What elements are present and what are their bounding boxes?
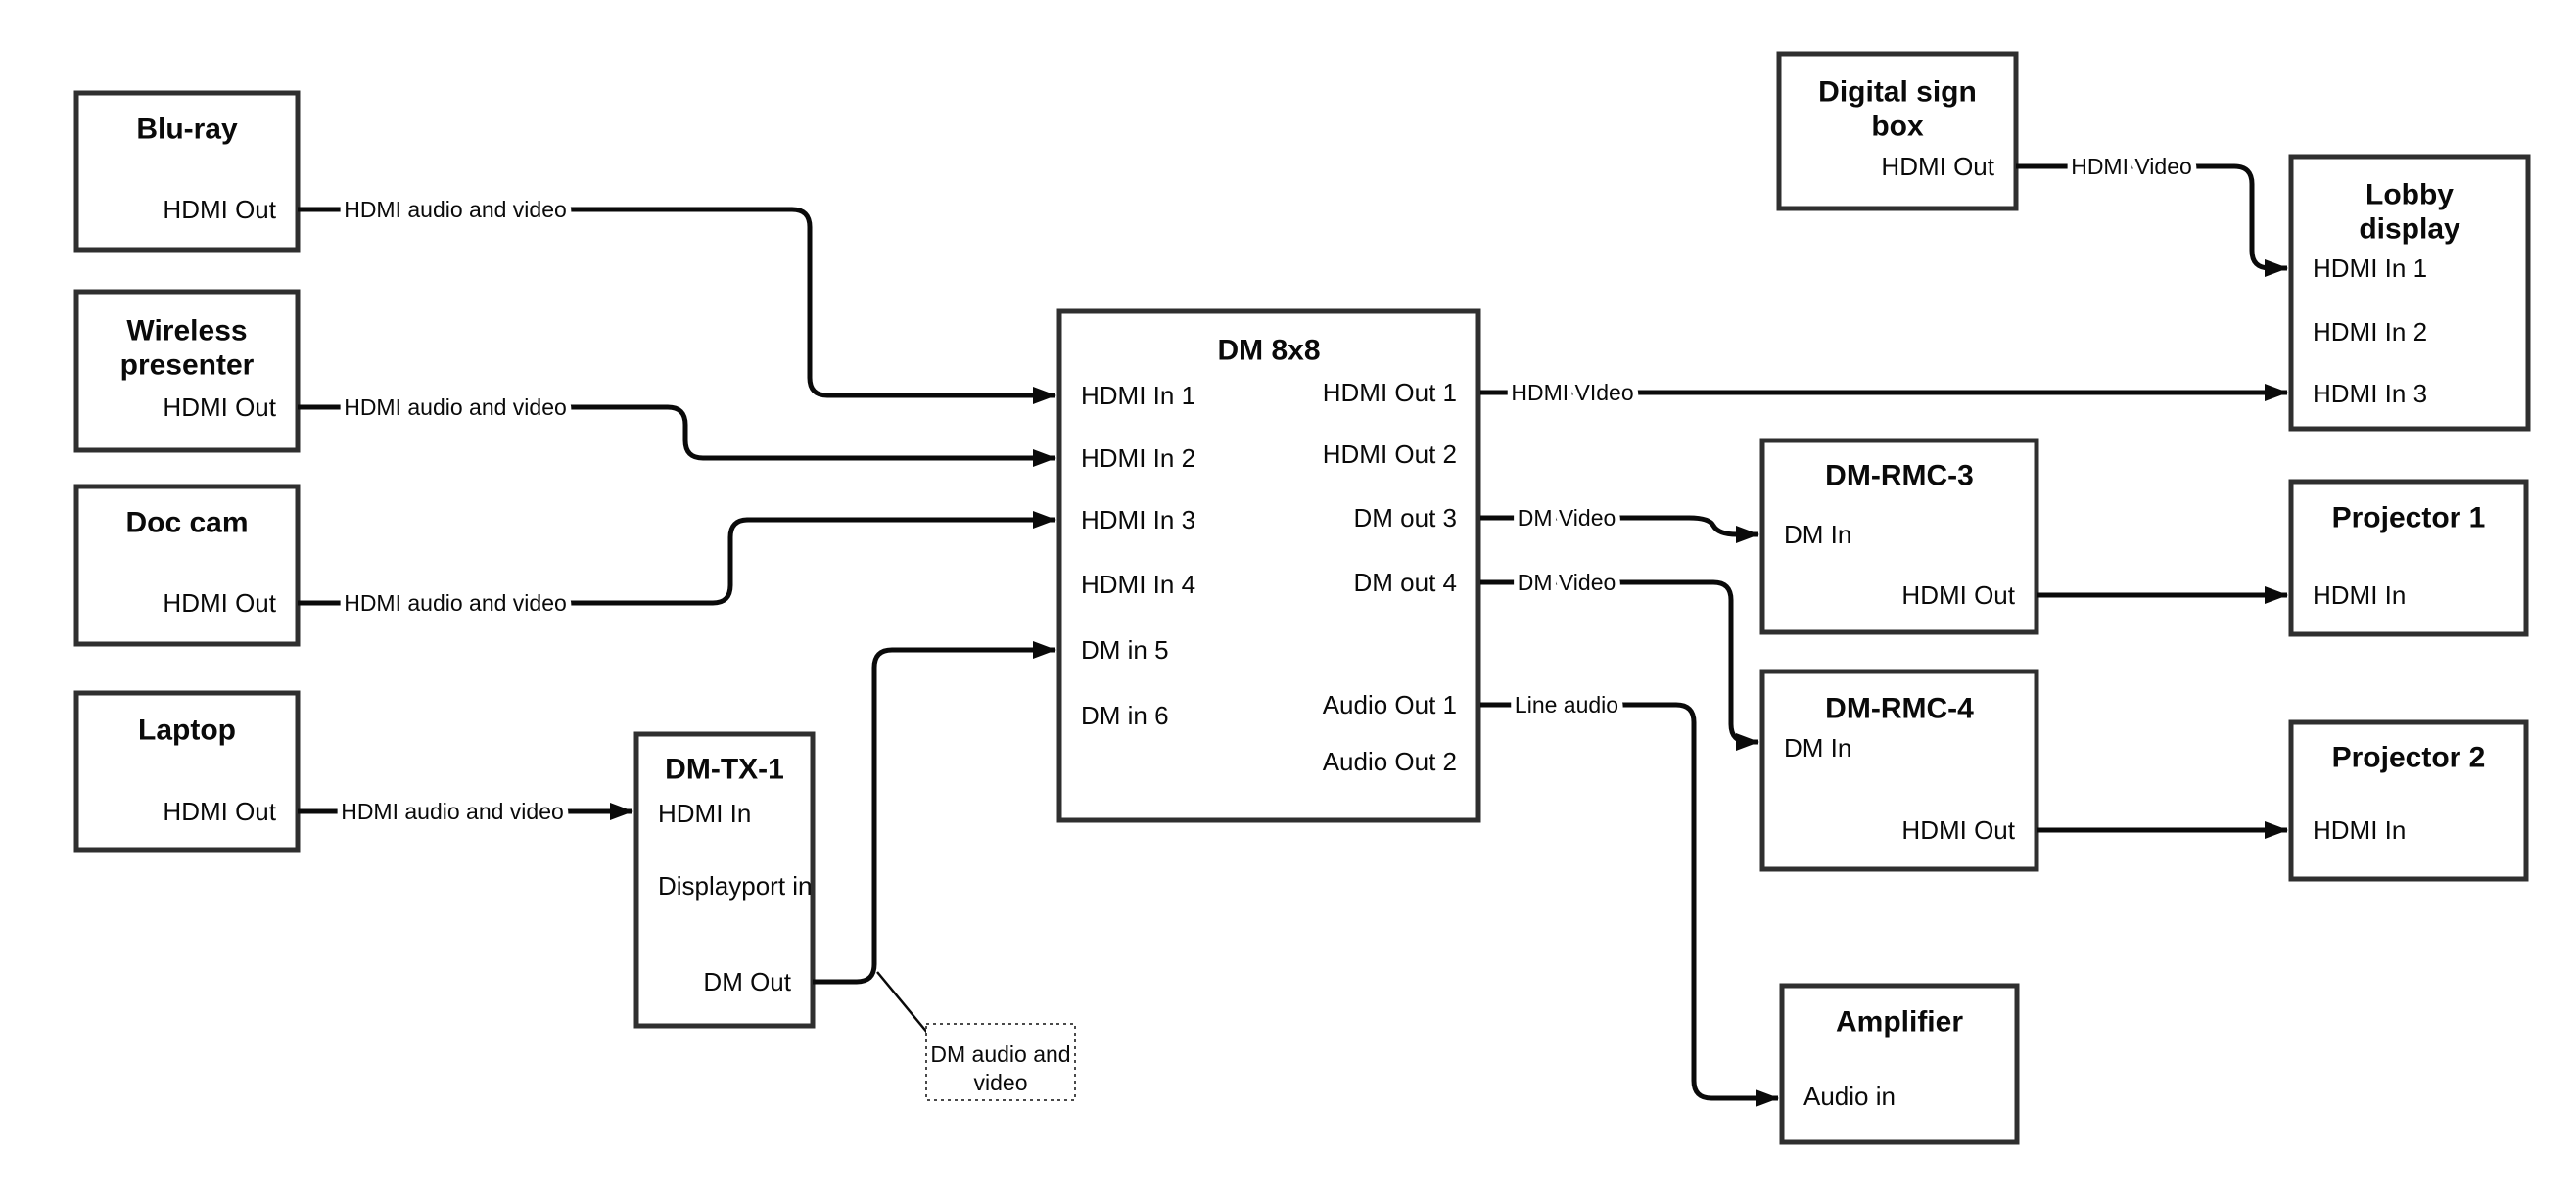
edge-doccam-to-dm8x8-in3-label: HDMI audio and video bbox=[344, 590, 567, 616]
dm-rmc-3-port-hdmi-out: HDMI Out bbox=[1901, 580, 2015, 610]
dm-8x8-port-hdmi-in-1: HDMI In 1 bbox=[1081, 381, 1195, 410]
lobby-display-title-line-1: Lobby bbox=[2365, 179, 2454, 211]
doc-cam-port-hdmi-out: HDMI Out bbox=[163, 588, 276, 618]
edge-bluray-to-dm8x8-in1 bbox=[298, 207, 1056, 404]
note-box bbox=[925, 1023, 1076, 1101]
laptop-port-hdmi-out: HDMI Out bbox=[163, 797, 276, 826]
edge-dm8x8-out4-to-rmc4 bbox=[1480, 579, 1759, 751]
digital-sign-box-title-line-2: box bbox=[1871, 111, 1924, 143]
dm-rmc-4-port-dm-in: DM In bbox=[1784, 733, 1851, 762]
dm-8x8-port-audio-out-2: Audio Out 2 bbox=[1323, 747, 1457, 776]
edge-bluray-to-dm8x8-in1-label: HDMI audio and video bbox=[344, 197, 567, 222]
laptop-title-line-1: Laptop bbox=[138, 715, 236, 747]
blu-ray-title-line-1: Blu-ray bbox=[136, 114, 238, 146]
dm-8x8-port-hdmi-in-2: HDMI In 2 bbox=[1081, 443, 1195, 473]
wireless-presenter-title-line-2: presenter bbox=[120, 349, 255, 382]
dm-8x8-port-hdmi-in-3: HDMI In 3 bbox=[1081, 505, 1195, 534]
edge-dm8x8-out1-to-lobby-in3-label: HDMI VIdeo bbox=[1511, 380, 1633, 405]
projector-2-box bbox=[2288, 719, 2529, 882]
dm-8x8-port-dm-out-4: DM out 4 bbox=[1354, 568, 1458, 597]
lobby-display-port-hdmi-in-1: HDMI In 1 bbox=[2313, 254, 2427, 283]
wireless-presenter-box bbox=[73, 289, 301, 453]
projector-1-port-hdmi-in: HDMI In bbox=[2313, 580, 2406, 610]
lobby-display-title-line-2: display bbox=[2359, 213, 2460, 246]
note-text-line-2: video bbox=[974, 1070, 1028, 1095]
node-projector-1: Projector 1 HDMI In bbox=[2288, 479, 2529, 637]
node-dm-rmc-3: DM-RMC-3 DM In HDMI Out bbox=[1759, 438, 2039, 635]
dm-8x8-port-dm-in-5: DM in 5 bbox=[1081, 635, 1169, 665]
lobby-display-box bbox=[2288, 154, 2531, 432]
dm-8x8-box bbox=[1056, 308, 1481, 823]
dm-rmc-3-title-line-1: DM-RMC-3 bbox=[1825, 460, 1974, 492]
laptop-box bbox=[73, 690, 301, 853]
doc-cam-box bbox=[73, 484, 301, 647]
digital-sign-box-title-line-1: Digital sign bbox=[1818, 76, 1977, 109]
lobby-display-port-hdmi-in-3: HDMI In 3 bbox=[2313, 379, 2427, 408]
edge-wireless-to-dm8x8-in2-label: HDMI audio and video bbox=[344, 394, 567, 420]
node-projector-2: Projector 2 HDMI In bbox=[2288, 719, 2529, 882]
blu-ray-box bbox=[73, 90, 301, 253]
dm-8x8-port-hdmi-in-4: HDMI In 4 bbox=[1081, 570, 1195, 599]
node-dm-rmc-4: DM-RMC-4 DM In HDMI Out bbox=[1759, 669, 2039, 872]
blu-ray-port-hdmi-out: HDMI Out bbox=[163, 195, 276, 224]
doc-cam-title-line-1: Doc cam bbox=[125, 507, 248, 539]
edge-wireless-to-dm8x8-in2 bbox=[298, 404, 1056, 467]
edge-dm8x8-out3-to-rmc3 bbox=[1480, 515, 1759, 543]
dm-tx-1-port-displayport-in: Displayport in bbox=[658, 871, 813, 901]
edge-doccam-to-dm8x8-in3 bbox=[298, 511, 1056, 606]
amplifier-box bbox=[1779, 983, 2020, 1145]
dm-rmc-4-title-line-1: DM-RMC-4 bbox=[1825, 693, 1974, 725]
edge-digital-to-lobby-in1-label: HDMI Video bbox=[2071, 154, 2192, 179]
amplifier-port-audio-in: Audio in bbox=[1803, 1082, 1896, 1111]
digital-sign-box-box bbox=[1776, 51, 2019, 211]
projector-2-title-line-1: Projector 2 bbox=[2332, 742, 2486, 774]
edge-dm8x8-audio1-to-amp bbox=[1480, 702, 1779, 1107]
dm-tx-1-title-line-1: DM-TX-1 bbox=[665, 754, 784, 786]
note-text-line-1: DM audio and bbox=[930, 1041, 1070, 1067]
dm-8x8-port-hdmi-out-1: HDMI Out 1 bbox=[1323, 378, 1457, 407]
wireless-presenter-port-hdmi-out: HDMI Out bbox=[163, 393, 276, 422]
dm-8x8-port-dm-in-6: DM in 6 bbox=[1081, 701, 1169, 730]
dm-rmc-4-port-hdmi-out: HDMI Out bbox=[1901, 815, 2015, 845]
edge-dmtx1-to-dm8x8-in5 bbox=[813, 641, 1056, 985]
projector-2-port-hdmi-in: HDMI In bbox=[2313, 815, 2406, 845]
dm-8x8-port-dm-out-3: DM out 3 bbox=[1354, 503, 1458, 532]
digital-sign-box-port-hdmi-out: HDMI Out bbox=[1881, 152, 1994, 181]
edge-digital-to-lobby-in1 bbox=[2016, 163, 2288, 277]
projector-1-title-line-1: Projector 1 bbox=[2332, 502, 2486, 534]
dm-tx-1-port-dm-out: DM Out bbox=[703, 967, 791, 996]
edge-dm8x8-audio1-to-amp-label: Line audio bbox=[1515, 692, 1618, 717]
amplifier-title-line-1: Amplifier bbox=[1836, 1006, 1963, 1039]
dm-rmc-3-box bbox=[1759, 438, 2039, 635]
edge-dm8x8-out4-to-rmc4-label: DM Video bbox=[1518, 570, 1616, 595]
dm-8x8-port-hdmi-out-2: HDMI Out 2 bbox=[1323, 439, 1457, 469]
wireless-presenter-title-line-1: Wireless bbox=[126, 315, 247, 347]
edge-laptop-to-dmtx1-label: HDMI audio and video bbox=[341, 799, 564, 824]
dm-tx-1-port-hdmi-in: HDMI In bbox=[658, 799, 751, 828]
dm-rmc-4-box bbox=[1759, 669, 2039, 872]
note-leader-line bbox=[876, 971, 929, 1035]
dm-8x8-port-audio-out-1: Audio Out 1 bbox=[1323, 690, 1457, 719]
dm-rmc-3-port-dm-in: DM In bbox=[1784, 520, 1851, 549]
dm-8x8-title-line-1: DM 8x8 bbox=[1217, 335, 1320, 367]
dm-tx-1-box bbox=[633, 731, 816, 1029]
projector-1-box bbox=[2288, 479, 2529, 637]
lobby-display-port-hdmi-in-2: HDMI In 2 bbox=[2313, 317, 2427, 346]
edge-dm8x8-out3-to-rmc3-label: DM Video bbox=[1518, 505, 1616, 531]
